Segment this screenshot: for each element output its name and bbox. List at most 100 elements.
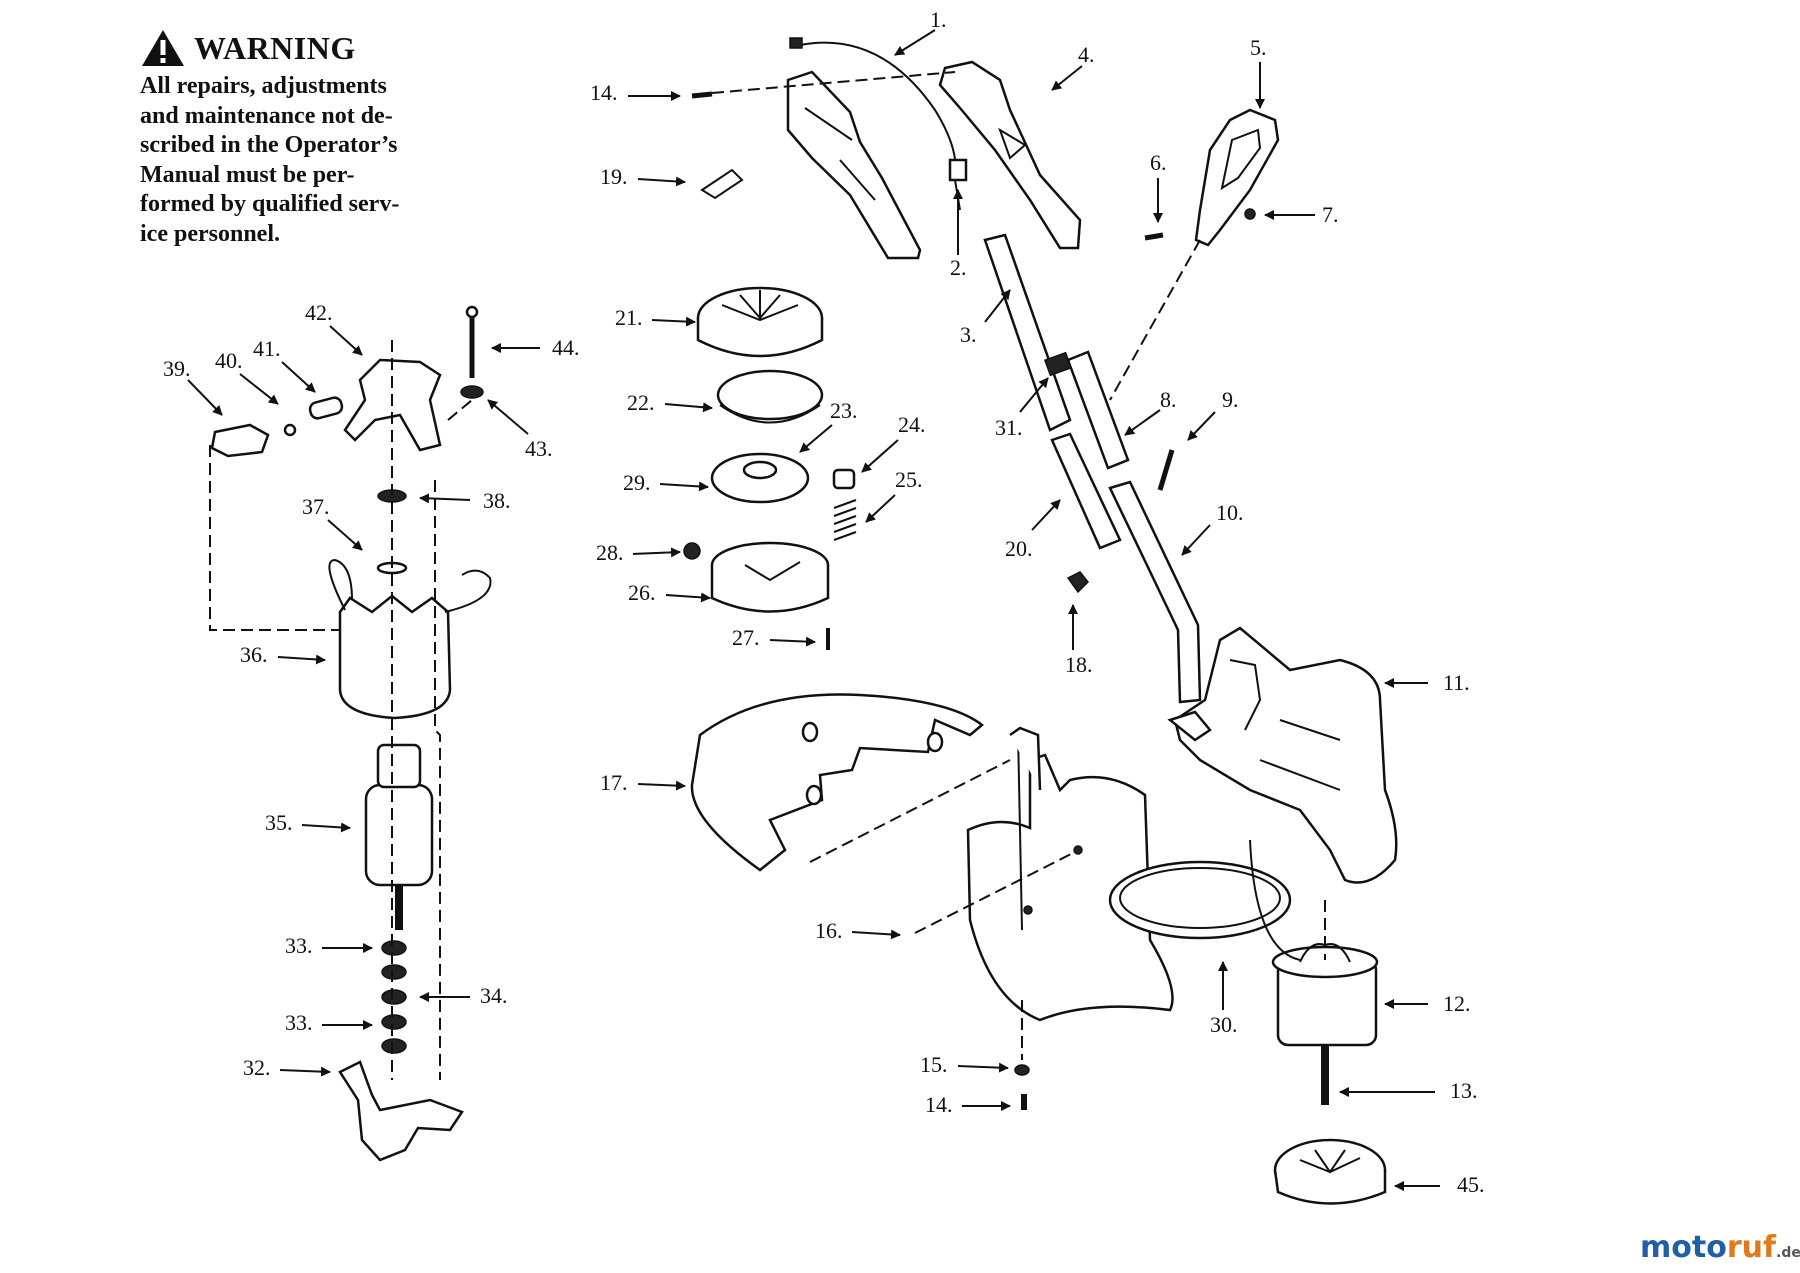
part-label-44: 44. [552,335,580,360]
part-label-22: 22. [627,390,655,415]
part-label-33a: 33. [285,933,313,958]
part-label-4: 4. [1078,42,1095,67]
part-label-32: 32. [243,1055,271,1080]
brand-tld: .de [1776,1245,1800,1261]
part-label-9: 9. [1222,387,1239,412]
part-8-tube [1066,350,1130,470]
part-34-washer [381,989,407,1005]
part-30-belt [1108,860,1292,940]
part-label-12: 12. [1443,991,1471,1016]
part-label-7: 7. [1322,202,1339,227]
part-label-33b: 33. [285,1010,313,1035]
part-label-11: 11. [1443,670,1470,695]
part-19-clip [700,168,744,200]
brand-name-prefix: moto [1640,1230,1727,1265]
part-label-5: 5. [1250,35,1267,60]
part-10-lower-tube [1108,480,1202,704]
part-left-handle [786,70,922,260]
part-label-24: 24. [898,412,926,437]
part-4-handle-half [938,60,1082,250]
warning-line: and maintenance not de- [140,102,393,129]
warning-line: All repairs, adjustments [140,73,387,99]
part-16-lower-shield [966,753,1174,1022]
part-label-13: 13. [1450,1078,1478,1103]
part-label-36: 36. [240,642,268,667]
part-label-10: 10. [1216,500,1244,525]
part-36-field [338,594,452,720]
warning-line: formed by qualified serv- [140,191,400,217]
part-32-bearing-bracket [338,1060,464,1162]
part-9-screw [1157,449,1175,491]
brand-name-suffix: ruf [1726,1230,1777,1265]
part-6-screw [1144,232,1164,241]
part-2-switch [948,158,968,182]
part-label-27: 27. [732,625,760,650]
part-label-29: 29. [623,470,651,495]
part-label-19: 19. [600,164,628,189]
part-label-43: 43. [525,436,553,461]
part-label-35: 35. [265,810,293,835]
part-3-upper-tube [983,233,1072,432]
part-7-nut [1244,208,1256,220]
part-label-2: 2. [950,255,967,280]
warning-title: WARNING [194,29,356,66]
part-label-16: 16. [815,918,843,943]
part-label-40: 40. [215,348,243,373]
part-20-clamp [1050,432,1122,550]
part-33-washer-b [381,1014,407,1030]
warning-text: All repairs, adjustments and maintenance… [140,72,485,249]
part-label-6: 6. [1150,150,1167,175]
part-label-20: 20. [1005,536,1033,561]
part-33-washer [381,940,407,956]
part-label-42: 42. [305,300,333,325]
part-15-washer [1014,1064,1030,1076]
part-14-screw-upper [691,91,713,99]
part-label-14-upper: 14. [590,80,618,105]
part-24-cap [832,468,856,490]
part-label-41: 41. [253,336,281,361]
part-labels-group: 1. 2. 3. 4. 5. 6. 7. 8. 9. 10. 11. 12. [163,7,1485,1197]
warning-line: scribed in the Operator’s [140,132,398,158]
part-label-21: 21. [615,305,643,330]
part-22-spool [716,369,824,421]
part-41-sleeve [308,396,344,420]
part-label-30: 30. [1210,1012,1238,1037]
part-label-17: 17. [600,770,628,795]
part-label-28: 28. [596,540,624,565]
part-label-8: 8. [1160,387,1177,412]
warning-line: Manual must be per- [140,161,355,188]
part-label-38: 38. [483,488,511,513]
part-25-spring [833,499,857,541]
warning-line: ice personnel. [140,220,280,247]
spool-assembly-group [683,168,857,650]
shield-group [690,626,1398,1205]
warning-block: WARNING All repairs, adjustments and mai… [140,28,485,249]
part-label-18: 18. [1065,652,1093,677]
brand-watermark: motoruf.de [1640,1230,1800,1265]
motor-assembly-group [209,305,492,1162]
part-label-31: 31. [995,415,1023,440]
part-label-45: 45. [1457,1172,1485,1197]
part-label-23: 23. [830,398,858,423]
part-label-25: 25. [895,467,923,492]
part-label-26: 26. [628,580,656,605]
part-43-washer [460,385,484,399]
part-label-15: 15. [920,1052,948,1077]
part-label-14-lower: 14. [925,1092,953,1117]
part-18-nut [1066,571,1090,594]
part-39-switch [210,423,270,458]
part-label-1: 1. [930,7,947,32]
handle-assembly-group [691,37,1280,704]
part-label-37: 37. [302,494,330,519]
part-35-armature [364,783,434,887]
part-17-guard [690,693,984,872]
warning-triangle-icon [142,30,184,66]
part-11-motor-housing [1173,626,1398,884]
part-28-ball [683,542,701,560]
part-label-3: 3. [960,322,977,347]
part-label-39: 39. [163,356,191,381]
part-label-34: 34. [480,983,508,1008]
part-40-clip [283,423,297,437]
